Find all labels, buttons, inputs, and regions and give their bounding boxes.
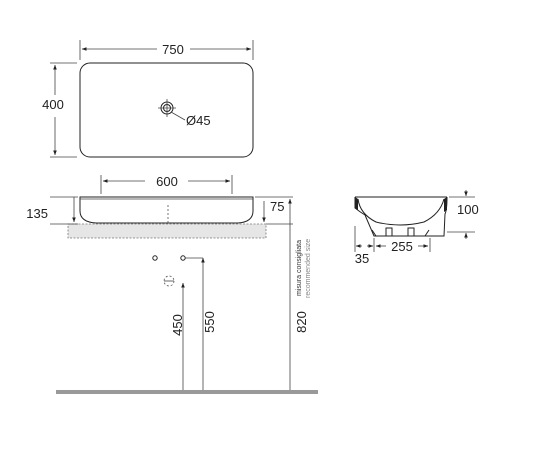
basin-top-outline [79,62,254,158]
top-view: 750 400 Ø45 [42,40,254,158]
inner-width-600-label: 600 [156,174,178,189]
section-view: 100 255 35 [354,190,479,266]
recommended-size-note-it: misura consigliata [296,240,303,296]
height-820-label: 820 [294,311,309,333]
countertop [67,223,267,239]
height-135-label: 135 [26,206,48,221]
depth-400-label: 400 [42,97,64,112]
basin-section-outline [354,196,448,237]
recommended-size-note-en: recommended size [305,239,312,298]
section-height-100-label: 100 [457,202,479,217]
water-fittings-icon [152,255,186,287]
tap-hole-icon [158,99,186,121]
offset-35-label: 35 [355,251,369,266]
width-750-label: 750 [162,42,184,57]
height-450-label: 450 [170,314,185,336]
basin-front-profile [79,196,254,224]
floor-line [56,390,318,394]
hole-diameter-label: Ø45 [186,113,211,128]
rim-75-label: 75 [270,199,284,214]
height-550-label: 550 [202,311,217,333]
front-view: 600 135 75 450 550 820 [26,174,318,394]
base-255-label: 255 [391,239,413,254]
